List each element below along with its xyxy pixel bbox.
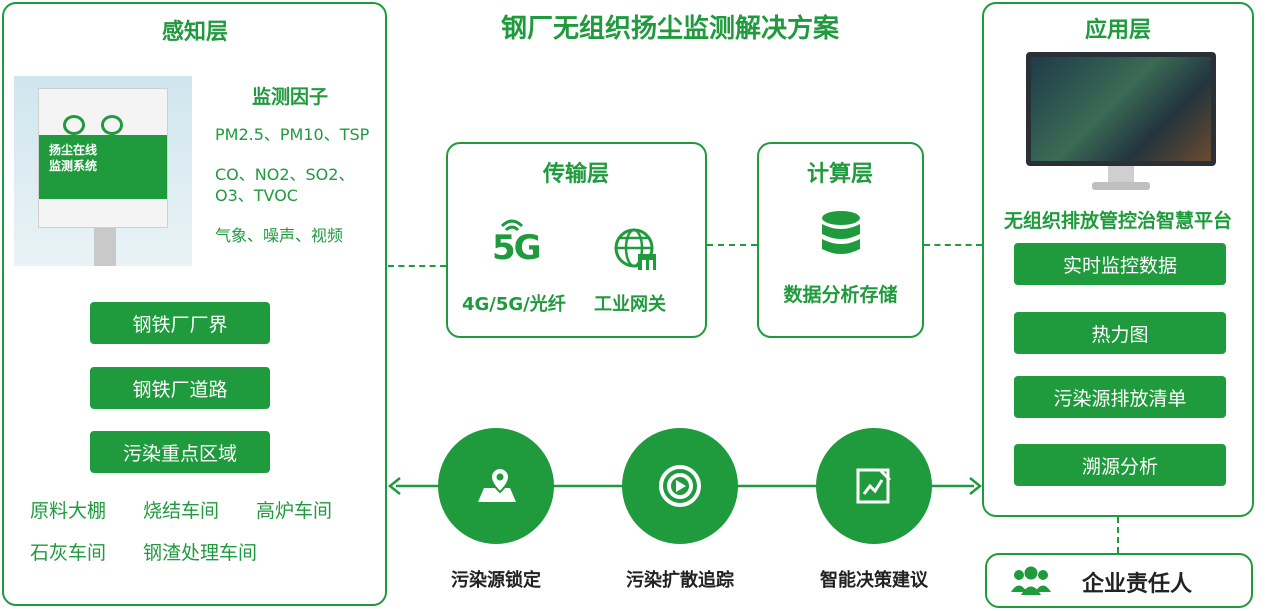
connector-compute-application [924,244,982,246]
gateway-globe-icon [612,226,660,274]
area-item: 原料大棚 [30,500,107,522]
dust-monitor-device-image: 扬尘在线 监测系统 [14,76,192,266]
factor-item: O3、TVOC [215,186,298,205]
factor-item: 气象、噪声、视频 [215,226,344,245]
transmission-title: 传输层 [542,162,609,187]
page-title: 钢厂无组织扬尘监测解决方案 [500,14,839,44]
platform-title: 无组织排放管控治智慧平台 [1003,210,1232,232]
compute-label: 数据分析存储 [783,284,898,306]
factor-item: CO、NO2、SO2、 [215,165,355,184]
database-icon [820,210,862,262]
spread-tracking-icon [659,465,701,507]
perception-title: 感知层 [161,20,228,45]
steel-boundary-button[interactable]: 钢铁厂厂界 [90,302,270,344]
monitor-screen [1026,52,1216,166]
process-label: 智能决策建议 [820,570,928,591]
device-owl-eye-left [63,115,85,135]
connector-application-responsible [1117,517,1119,553]
smart-decision-circle [816,428,932,544]
transmission-label: 4G/5G/光纤 [462,294,566,315]
steel-road-button[interactable]: 钢铁厂道路 [90,367,270,409]
device-label-line2: 监测系统 [49,159,98,173]
pollution-spread-tracking-circle [622,428,738,544]
device-owl-eye-right [101,115,123,135]
trace-analysis-button[interactable]: 溯源分析 [1014,444,1226,486]
device-pole [94,226,116,266]
people-icon [1011,566,1051,596]
decision-document-icon [856,468,892,504]
compute-panel [757,142,924,338]
area-item: 石灰车间 [30,542,107,564]
realtime-data-button[interactable]: 实时监控数据 [1014,243,1226,285]
area-item: 高炉车间 [256,500,333,522]
responsible-panel [985,553,1253,608]
application-title: 应用层 [1084,18,1151,43]
device-green-band: 扬尘在线 监测系统 [39,135,167,199]
key-area-button[interactable]: 污染重点区域 [90,431,270,473]
heatmap-button[interactable]: 热力图 [1014,312,1226,354]
process-label: 污染扩散追踪 [626,570,734,591]
pollution-source-lock-circle [438,428,554,544]
gateway-label: 工业网关 [594,294,666,315]
compute-title: 计算层 [806,162,873,187]
monitor-display [1031,57,1211,161]
device-box: 扬尘在线 监测系统 [38,88,168,228]
area-item: 钢渣处理车间 [143,542,258,564]
factor-item: PM2.5、PM10、TSP [215,125,370,144]
connector-perception-transmission [388,265,446,267]
device-label-line1: 扬尘在线 [49,143,98,157]
area-item: 烧结车间 [143,500,220,522]
emission-list-button[interactable]: 污染源排放清单 [1014,376,1226,418]
monitor-base [1092,182,1150,190]
process-label: 污染源锁定 [451,570,541,591]
connector-transmission-compute [707,244,757,246]
5g-icon: 5G [490,214,542,270]
5g-icon-text: 5G [492,228,542,268]
transmission-panel [446,142,707,338]
monitor-image [1026,52,1216,194]
map-location-icon [478,466,516,502]
monitor-stand [1108,166,1134,184]
responsible-label: 企业责任人 [1082,572,1193,597]
factors-title: 监测因子 [252,86,329,108]
